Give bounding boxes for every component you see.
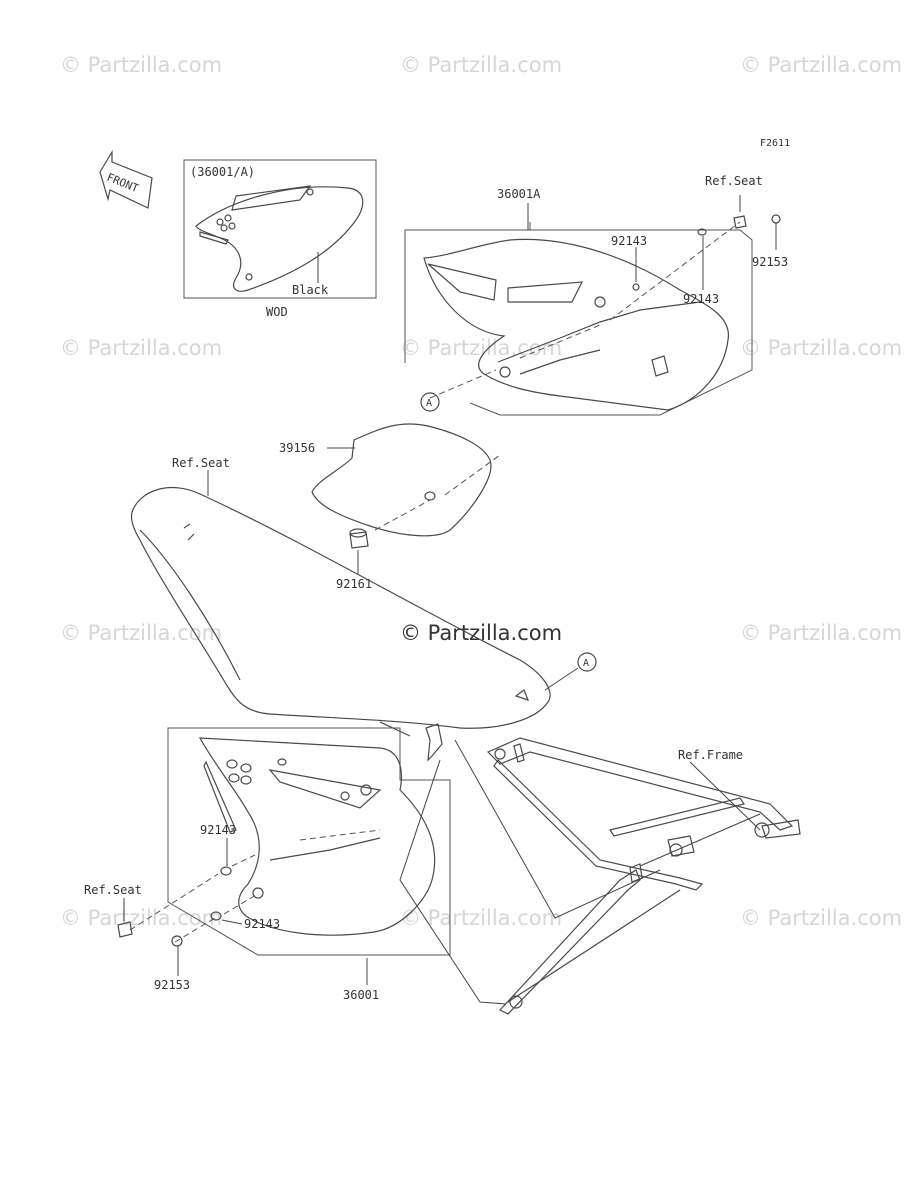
watermark-2: © Partzilla.com	[400, 53, 562, 77]
watermarks: © Partzilla.com © Partzilla.com © Partzi…	[60, 53, 902, 930]
watermark-6: © Partzilla.com	[740, 336, 902, 360]
label-92143-lower-b: 92143	[244, 917, 280, 931]
upper-fasteners	[429, 195, 781, 399]
label-92153-top: 92153	[752, 255, 788, 269]
washer-icon-92153-top	[771, 214, 781, 224]
figure-code: F2611	[760, 138, 790, 149]
seat	[130, 470, 579, 737]
label-39156: 39156	[279, 441, 315, 455]
washer-icon-92153-bottom	[171, 935, 183, 947]
side-cover-36001a	[423, 238, 730, 411]
bolt-icon-ref-seat-top	[733, 215, 747, 229]
bolt-icon-ref-seat-left	[117, 921, 133, 938]
label-92143-top-a: 92143	[611, 234, 647, 248]
svg-text:A: A	[583, 658, 589, 669]
group-bracket-36001a	[404, 222, 753, 416]
front-arrow-icon: FRONT	[99, 149, 153, 209]
label-ref-frame: Ref.Frame	[678, 748, 743, 762]
subframe	[399, 723, 801, 1015]
label-92153-bottom: 92153	[154, 978, 190, 992]
svg-text:A: A	[426, 398, 432, 409]
label-36001: 36001	[343, 988, 379, 1002]
watermark-10: © Partzilla.com	[60, 906, 222, 930]
marker-a-lower: A	[577, 652, 597, 672]
label-ref-seat-top: Ref.Seat	[705, 174, 763, 188]
watermark-7: © Partzilla.com	[60, 621, 222, 645]
watermark-8: © Partzilla.com	[400, 621, 562, 645]
label-92143-top-b: 92143	[683, 292, 719, 306]
front-label: FRONT	[105, 171, 141, 196]
watermark-12: © Partzilla.com	[740, 906, 902, 930]
label-92143-lower-a: 92143	[200, 823, 236, 837]
watermark-3: © Partzilla.com	[740, 53, 902, 77]
grommet-92161	[349, 528, 369, 574]
label-36001a: 36001A	[497, 187, 541, 201]
lower-fasteners	[117, 838, 368, 985]
marker-a-upper: A	[420, 392, 440, 412]
inset-caption: WOD	[266, 305, 288, 319]
watermark-9: © Partzilla.com	[740, 621, 902, 645]
watermark-4: © Partzilla.com	[60, 336, 222, 360]
group-bracket-36001	[167, 727, 451, 956]
inset-box: (36001/A) Black WOD	[183, 159, 377, 319]
label-ref-seat-left: Ref.Seat	[84, 883, 142, 897]
watermark-11: © Partzilla.com	[400, 906, 562, 930]
watermark-1: © Partzilla.com	[60, 53, 222, 77]
label-ref-seat-mid: Ref.Seat	[172, 456, 230, 470]
label-92161: 92161	[336, 577, 372, 591]
inset-title: (36001/A)	[190, 165, 255, 179]
inset-color-note: Black	[292, 283, 329, 297]
pad-39156	[311, 423, 501, 537]
side-cover-36001	[198, 737, 436, 936]
